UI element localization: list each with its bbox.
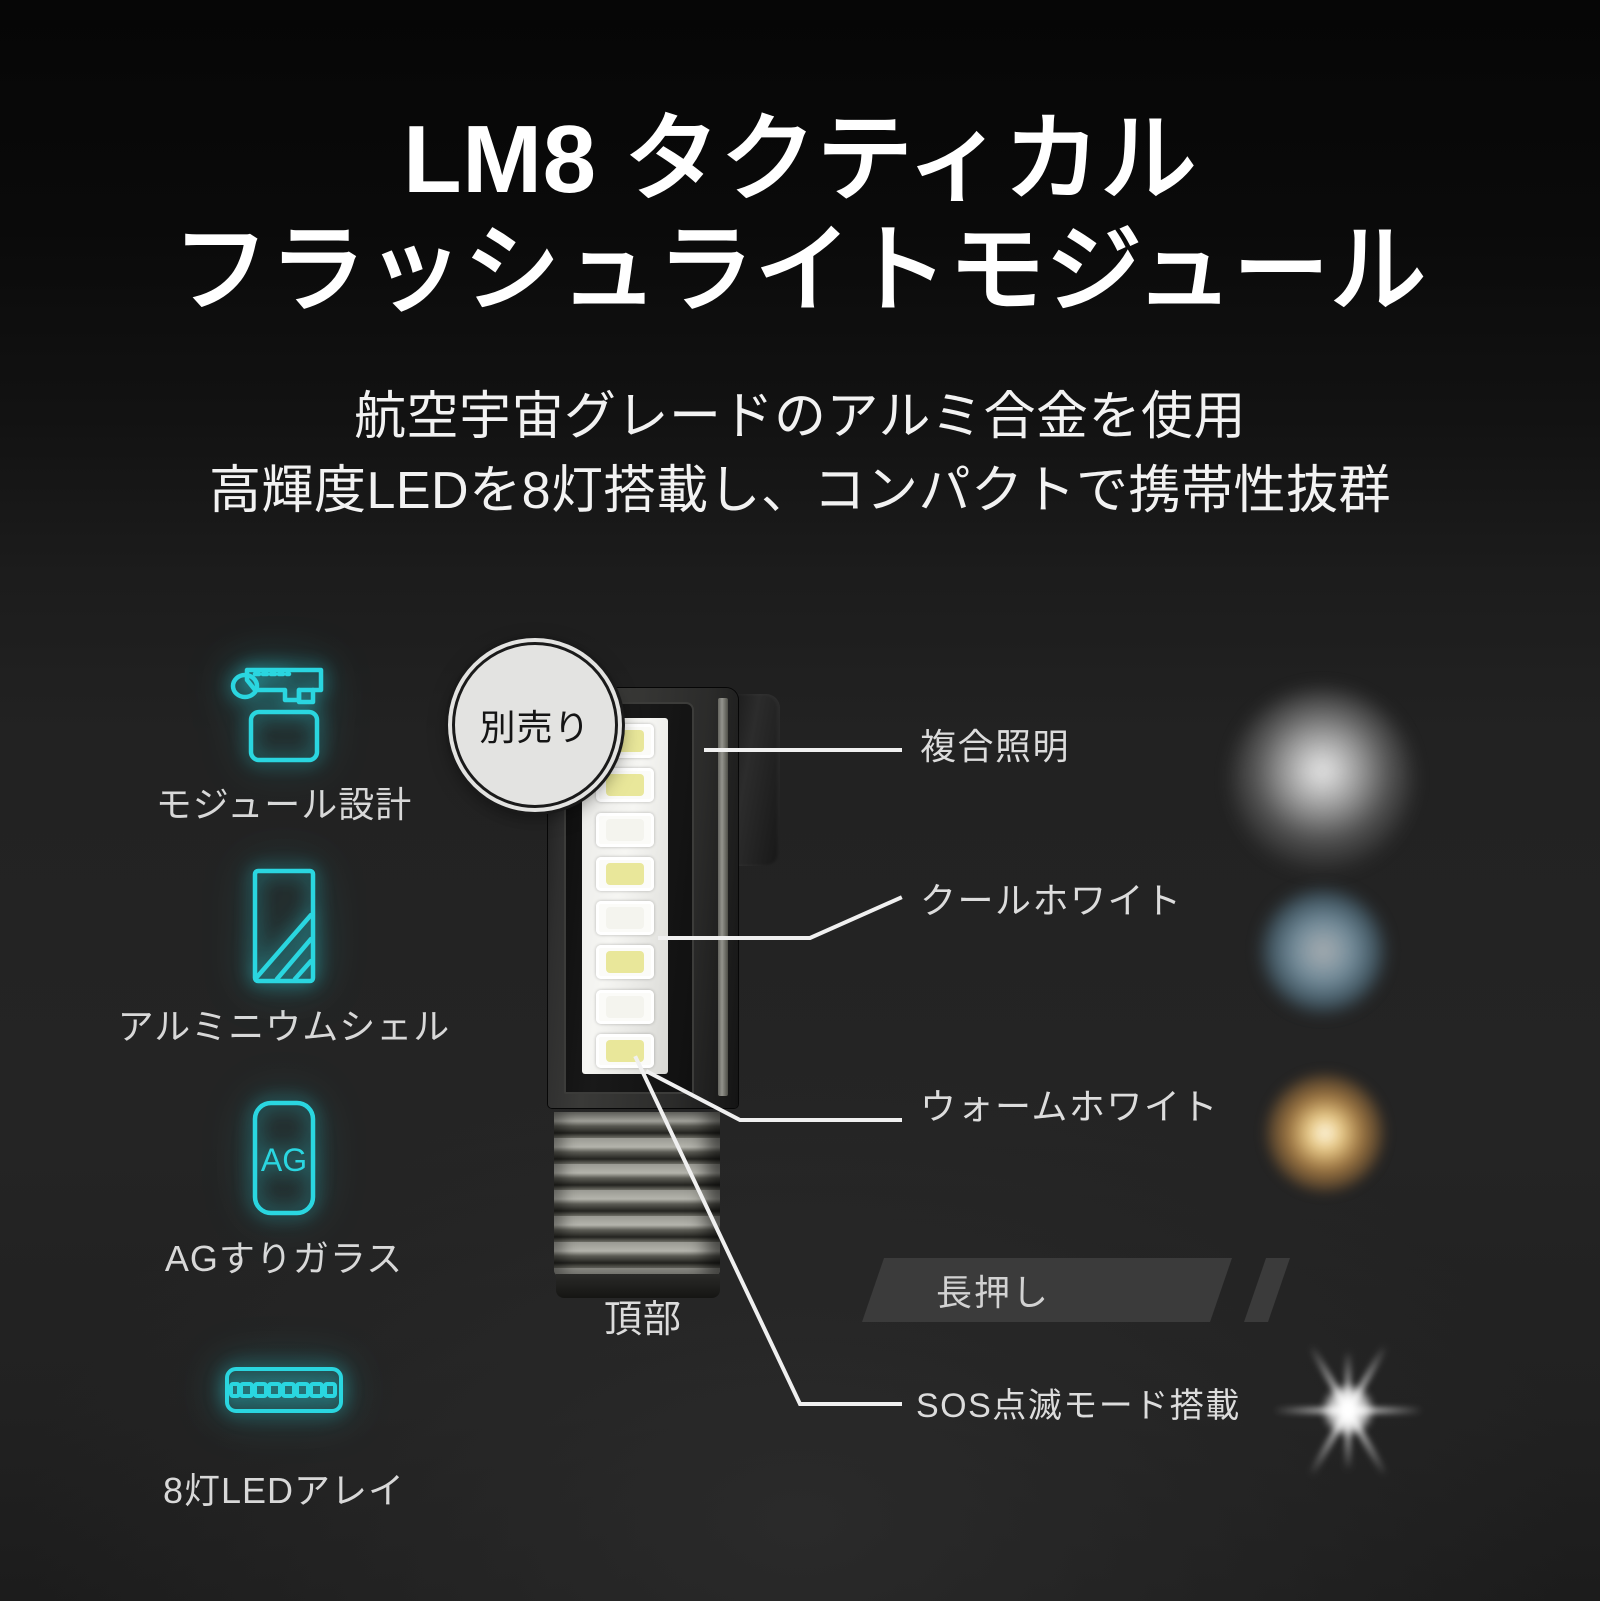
feature-label: アルミニウムシェル xyxy=(117,1006,451,1047)
led-array-icon xyxy=(64,1324,504,1456)
page-title: LM8 タクティカル フラッシュライトモジュール xyxy=(0,104,1600,327)
title-line-2: フラッシュライトモジュール xyxy=(172,217,1428,325)
feature-label: 8灯LEDアレイ xyxy=(162,1470,406,1511)
glow-orb-warm-white xyxy=(1266,1074,1384,1192)
led-chip xyxy=(596,945,654,980)
header: LM8 タクティカル フラッシュライトモジュール 航空宇宙グレードのアルミ合金を… xyxy=(0,0,1600,528)
led-chip xyxy=(596,989,654,1024)
callout-label-composite-lighting: 複合照明 xyxy=(920,726,1071,767)
ag-frosted-glass-icon: AG xyxy=(64,1092,504,1224)
subtitle: 航空宇宙グレードのアルミ合金を使用 高輝度LEDを8灯搭載し、コンパクトで携帯性… xyxy=(0,381,1600,529)
feature-label: モジュール設計 xyxy=(155,784,413,825)
subtitle-line-1: 航空宇宙グレードのアルミ合金を使用 xyxy=(354,387,1246,446)
led-chip xyxy=(596,768,654,803)
feature-item-aluminum-shell: アルミニウムシェル xyxy=(64,860,504,1050)
heatsink-fins xyxy=(554,1112,720,1276)
callout-label-sos-mode: SOS点滅モード搭載 xyxy=(916,1387,1241,1425)
led-chip xyxy=(596,1033,654,1068)
product-bezel xyxy=(718,698,728,1096)
subtitle-line-2: 高輝度LEDを8灯搭載し、コンパクトで携帯性抜群 xyxy=(208,461,1392,520)
feature-item-module-design: モジュール設計 xyxy=(64,638,504,828)
feature-item-led-array: 8灯LEDアレイ xyxy=(64,1324,504,1514)
title-line-1: LM8 タクティカル xyxy=(403,106,1197,213)
rail-mount-module-icon xyxy=(64,638,504,770)
svg-text:AG: AG xyxy=(261,1142,307,1178)
feature-item-ag-glass: AG AGすりガラス xyxy=(64,1092,504,1282)
callout-label-warm-white: ウォームホワイト xyxy=(920,1086,1219,1127)
glow-orb-composite xyxy=(1232,690,1412,870)
press-and-hold-banner-accent xyxy=(1244,1258,1290,1322)
led-chip xyxy=(596,812,654,847)
callout-label-cool-white: クールホワイト xyxy=(920,880,1183,921)
flare-core xyxy=(1324,1386,1372,1434)
sos-star-flare-icon xyxy=(1268,1330,1428,1490)
sold-separately-badge: 別売り xyxy=(452,642,618,808)
feature-label: AGすりガラス xyxy=(164,1238,404,1279)
led-chip xyxy=(596,856,654,891)
glow-orb-cool-white xyxy=(1262,890,1384,1012)
aluminum-shell-icon xyxy=(64,860,504,992)
press-and-hold-label: 長押し xyxy=(936,1272,1051,1313)
product-caption: 頂部 xyxy=(603,1299,682,1341)
press-and-hold-banner: 長押し xyxy=(862,1258,1232,1322)
led-chip xyxy=(596,901,654,936)
product-clip xyxy=(732,694,780,866)
